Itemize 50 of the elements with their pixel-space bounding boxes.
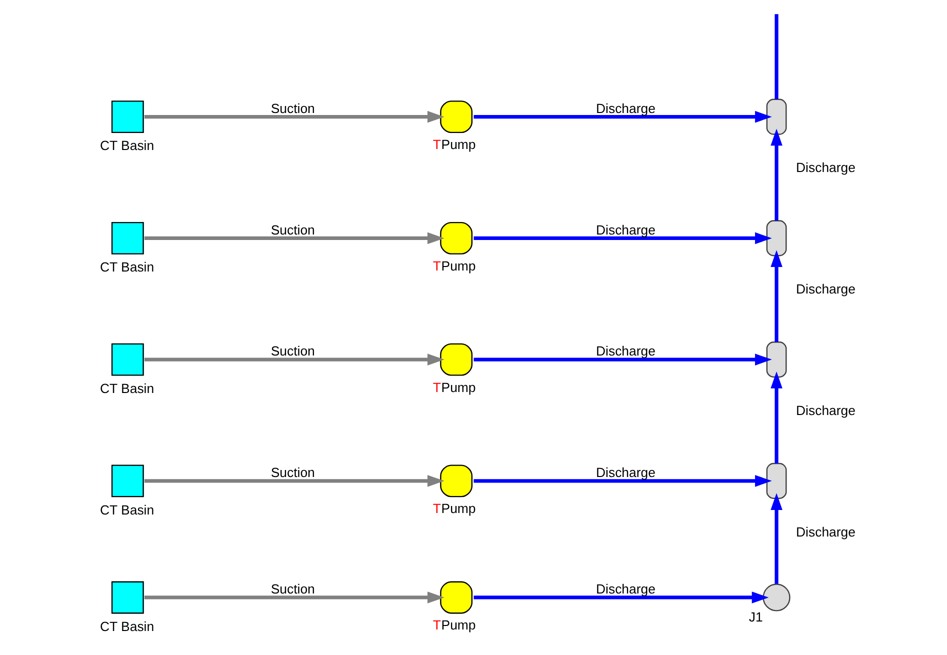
node-label: CT Basin	[100, 260, 154, 275]
node-label: Pump	[440, 137, 476, 152]
edge-label: Suction	[270, 465, 314, 480]
node-label: Pump	[440, 380, 476, 395]
edge-label: Discharge	[796, 524, 855, 540]
node-label: CT Basin	[100, 502, 154, 518]
node-label: CT Basin	[100, 380, 154, 396]
edge-label: Suction	[270, 582, 314, 597]
edge-label: Discharge	[796, 402, 855, 418]
edge-label: Suction	[270, 344, 314, 359]
arrow	[144, 110, 444, 123]
arrow	[770, 493, 782, 584]
edge-label: Discharge	[596, 582, 655, 597]
node-label: T	[432, 380, 440, 395]
arrow	[144, 232, 444, 244]
node-label: CT Basin	[100, 138, 154, 154]
node-box	[766, 98, 786, 135]
edge-label: Suction	[270, 100, 314, 116]
node-label: T	[432, 258, 440, 274]
edge-label: Discharge	[596, 344, 655, 359]
arrow	[770, 250, 782, 342]
arrow	[144, 354, 444, 366]
arrow	[473, 110, 772, 123]
arrow	[770, 128, 782, 221]
node-label: T	[432, 501, 440, 516]
node-circle	[762, 584, 790, 612]
node-label: CT Basin	[100, 618, 154, 634]
arrow	[473, 354, 772, 366]
node-box	[766, 220, 786, 256]
arrow	[144, 475, 444, 487]
node-label: T	[432, 137, 440, 152]
edge-label: Discharge	[596, 100, 655, 116]
node-label: T	[432, 618, 440, 633]
edge-label: Discharge	[596, 465, 655, 480]
arrow	[473, 232, 772, 244]
arrow	[473, 475, 772, 487]
arrow	[144, 592, 444, 604]
node-label: Pump	[440, 501, 476, 516]
node-box	[766, 342, 786, 378]
node-label: J1	[748, 609, 762, 624]
edge-label: Discharge	[596, 222, 655, 238]
connector	[774, 14, 778, 100]
arrow	[473, 592, 768, 604]
edge-label: Suction	[270, 222, 314, 238]
edge-label: Discharge	[796, 281, 855, 296]
arrow	[770, 372, 782, 464]
node-label: Pump	[440, 258, 476, 274]
node-box	[766, 462, 786, 499]
node-label: Pump	[440, 618, 476, 633]
edge-label: Discharge	[796, 160, 855, 176]
